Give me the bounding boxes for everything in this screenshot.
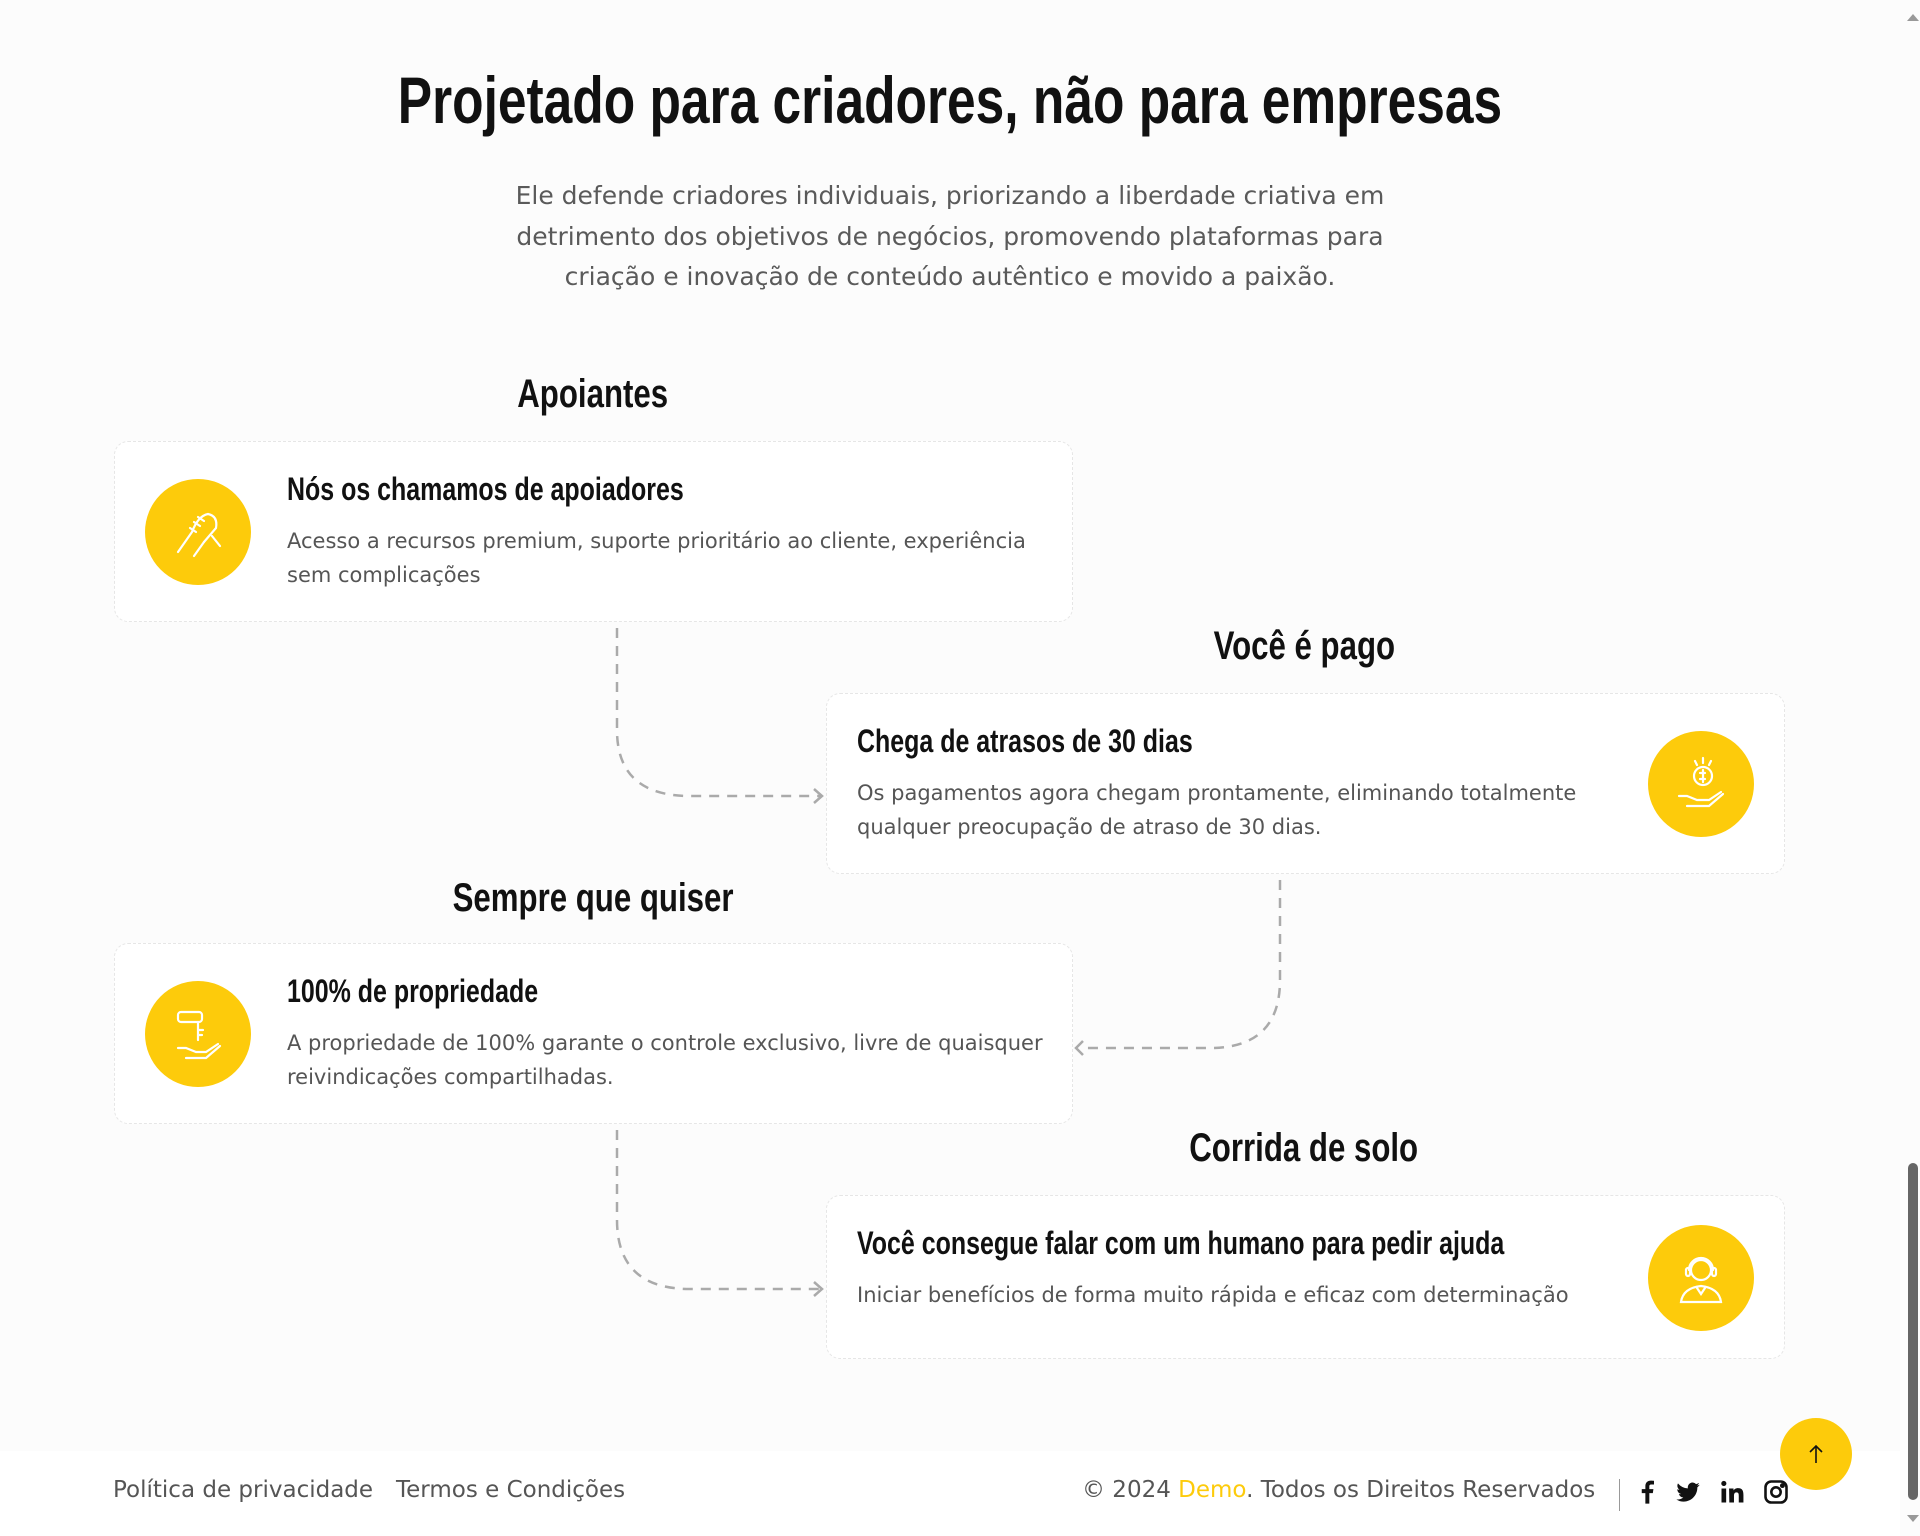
section-title-apoiantes: Apoiantes xyxy=(517,372,669,416)
connector-2-3 xyxy=(1080,880,1282,1050)
copyright: © 2024 Demo. Todos os Direitos Reservado… xyxy=(1082,1477,1596,1503)
scroll-up-arrow-icon[interactable] xyxy=(1907,14,1919,21)
privacy-policy-link[interactable]: Política de privacidade xyxy=(113,1477,374,1503)
hand-key-icon xyxy=(145,981,251,1087)
arrow-head-2 xyxy=(1074,1040,1084,1056)
linkedin-icon[interactable] xyxy=(1718,1478,1746,1506)
handshake-icon xyxy=(145,479,251,585)
footer: Política de privacidade Termos e Condiçõ… xyxy=(0,1451,1900,1536)
scrollbar[interactable] xyxy=(1904,0,1920,1536)
step-card-apoiadores: Nós os chamamos de apoiadores Acesso a r… xyxy=(114,441,1073,622)
step-card-propriedade: 100% de propriedade A propriedade de 100… xyxy=(114,943,1073,1124)
step-title: 100% de propriedade xyxy=(287,973,539,1009)
twitter-icon[interactable] xyxy=(1674,1478,1702,1506)
section-title-corrida-de-solo: Corrida de solo xyxy=(1189,1126,1419,1170)
step-description: Iniciar benefícios de forma muito rápida… xyxy=(857,1283,1569,1307)
arrow-up-icon xyxy=(1809,1444,1823,1463)
terms-link[interactable]: Termos e Condições xyxy=(396,1477,626,1503)
hand-coin-icon xyxy=(1648,731,1754,837)
scroll-to-top-button[interactable] xyxy=(1780,1418,1852,1490)
step-title: Chega de atrasos de 30 dias xyxy=(857,723,1193,759)
section-title-sempre-que-quiser: Sempre que quiser xyxy=(452,876,734,920)
step-title: Você consegue falar com um humano para p… xyxy=(857,1225,1505,1261)
support-agent-icon xyxy=(1648,1225,1754,1331)
step-title: Nós os chamamos de apoiadores xyxy=(287,471,684,507)
step-card-pagamento: Chega de atrasos de 30 dias Os pagamento… xyxy=(826,693,1785,874)
page-subtitle: Ele defende criadores individuais, prior… xyxy=(515,181,1385,291)
section-title-voce-e-pago: Você é pago xyxy=(1213,624,1395,668)
step-description: Os pagamentos agora chegam prontamente, … xyxy=(857,781,1577,839)
arrow-head-1 xyxy=(813,788,824,804)
flow-connectors xyxy=(615,628,1282,1297)
brand-link[interactable]: Demo xyxy=(1178,1477,1247,1503)
step-description: A propriedade de 100% garante o controle… xyxy=(287,1031,1043,1089)
step-description: Acesso a recursos premium, suporte prior… xyxy=(287,529,1026,587)
scrollbar-thumb[interactable] xyxy=(1908,1163,1918,1500)
footer-divider xyxy=(1619,1479,1620,1511)
instagram-icon[interactable] xyxy=(1762,1478,1790,1506)
connector-3-4 xyxy=(615,1130,820,1291)
arrow-head-3 xyxy=(813,1281,824,1297)
page-title: Projetado para criadores, não para empre… xyxy=(397,63,1503,137)
facebook-icon[interactable] xyxy=(1633,1478,1661,1506)
scroll-down-arrow-icon[interactable] xyxy=(1907,1515,1919,1522)
step-card-suporte: Você consegue falar com um humano para p… xyxy=(826,1195,1785,1359)
connector-1-2 xyxy=(615,628,820,798)
